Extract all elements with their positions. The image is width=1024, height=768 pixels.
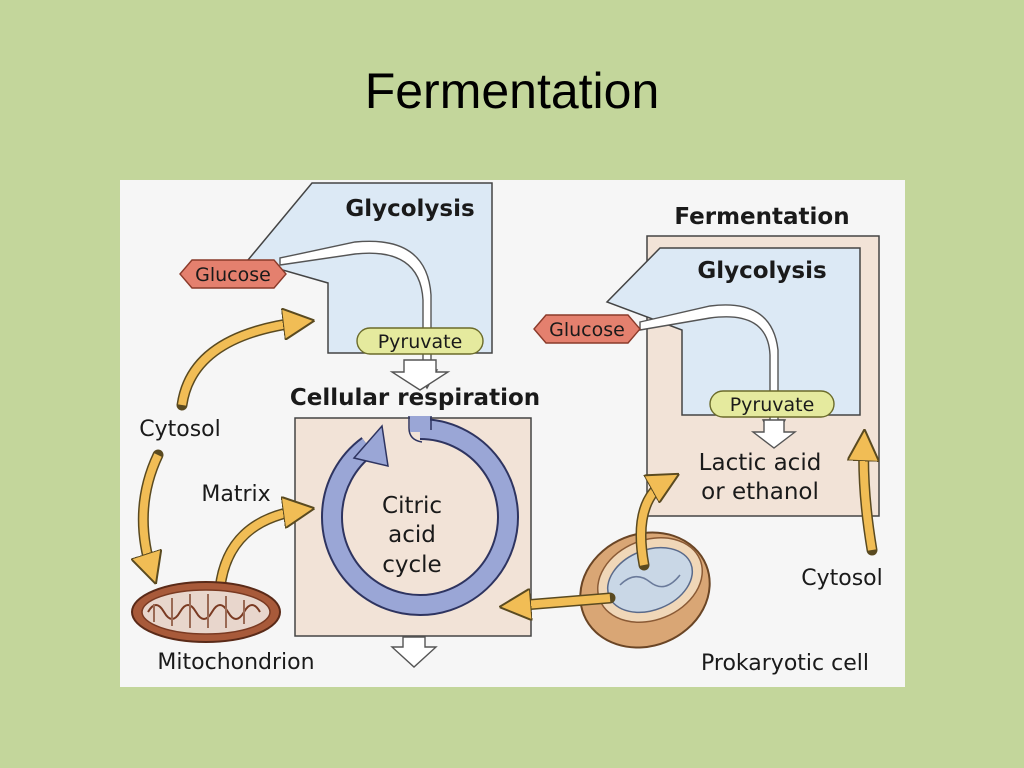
matrix-to-respiration-arrow-fill [216, 510, 302, 589]
citric-cycle-inlet-fill [410, 416, 430, 432]
pyruvate-label-left: Pyruvate [378, 331, 463, 353]
cell-to-fermentation-arrow-fill [637, 480, 668, 566]
pyruvate-to-product-arrow [750, 419, 798, 449]
cytosol-to-fermentation-arrow-fill [864, 442, 872, 551]
citric-cycle-label-2: acid [388, 522, 436, 548]
citric-cycle-inlet [408, 416, 432, 443]
citric-cycle-arrowhead [352, 424, 389, 467]
mitochondrion-label: Mitochondrion [157, 650, 314, 675]
glycolysis-label-left: Glycolysis [345, 196, 474, 222]
glucose-tag-left [179, 259, 287, 289]
product-label-2: or ethanol [701, 479, 819, 505]
cytosol-to-glycolysis-arrow-fill [178, 322, 302, 406]
product-label-1: Lactic acid [699, 450, 822, 476]
pyruvate-output-arrow [389, 359, 451, 391]
citric-cycle-label-3: cycle [382, 552, 441, 578]
respiration-output-arrow [390, 636, 438, 668]
slide-title: Fermentation [364, 63, 660, 119]
pyruvate-label-right: Pyruvate [730, 394, 815, 416]
cytosol-label-right: Cytosol [801, 566, 883, 591]
mitochondrion-illustration [131, 581, 281, 643]
citric-cycle-arrow-fill [323, 420, 517, 614]
pyruvate-tag-right [709, 390, 835, 418]
cell-to-respiration-arrow-fill [512, 598, 611, 606]
diagram-canvas: Glucose Pyruvate Glycolysis Cellular res… [120, 182, 883, 676]
citric-cycle-label-1: Citric [382, 493, 442, 519]
mitochondrion-to-cytosol-arrow-fill [143, 453, 158, 572]
prokaryotic-cell-illustration [579, 531, 711, 649]
pyruvate-tag-left [356, 327, 484, 355]
fermentation-label: Fermentation [674, 204, 849, 230]
cellular-respiration-label: Cellular respiration [290, 385, 540, 411]
glycolysis-box-right [605, 247, 861, 416]
prokaryotic-cell-label: Prokaryotic cell [701, 651, 869, 676]
glucose-tag-right [533, 314, 641, 344]
glucose-label-right: Glucose [549, 319, 625, 341]
matrix-label: Matrix [201, 482, 270, 507]
cytosol-label-left: Cytosol [139, 417, 221, 442]
glycolysis-label-right: Glycolysis [697, 258, 826, 284]
diagram-figure: Glucose Pyruvate Glycolysis Cellular res… [120, 180, 905, 687]
glucose-label-left: Glucose [195, 264, 271, 286]
